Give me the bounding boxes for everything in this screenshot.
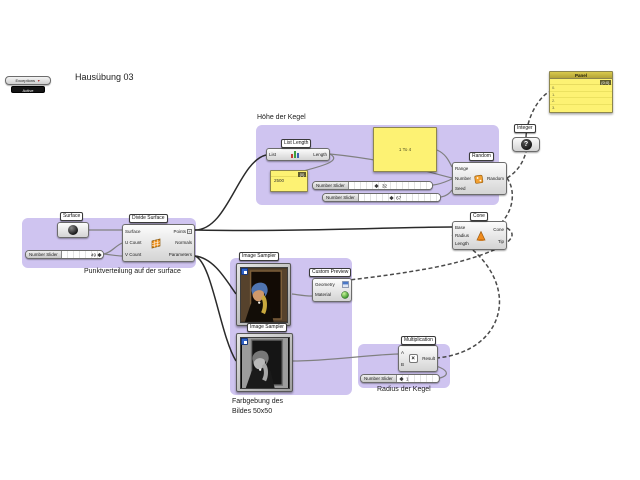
slider-grip[interactable]: [374, 183, 380, 188]
port-length: Length: [455, 241, 469, 247]
list-length-tag[interactable]: List Length: [281, 139, 312, 148]
slider-value: 1: [406, 376, 409, 381]
exceptions-widget[interactable]: Exceptions ▼ Active: [5, 76, 51, 93]
number-slider-radius[interactable]: Number Slider 1: [360, 374, 440, 383]
integer-tag[interactable]: Integer: [514, 124, 536, 133]
exceptions-active-button[interactable]: Active: [11, 86, 45, 93]
image-sampler-top[interactable]: [236, 263, 291, 326]
port-surface: Surface: [125, 229, 141, 235]
multiplication-tag[interactable]: Multiplication: [401, 336, 436, 345]
slider-grip[interactable]: [389, 195, 394, 200]
count-panel-path-chip: {0}: [298, 171, 306, 177]
port-cone-out: Cone: [493, 226, 504, 232]
slider-grip[interactable]: [97, 252, 102, 257]
port-radius: Radius: [455, 232, 470, 238]
random-tag[interactable]: Random: [469, 152, 494, 161]
port-range: Range: [455, 166, 469, 172]
random-component[interactable]: Range Number Seed Random: [452, 162, 507, 195]
port-length: Length: [313, 152, 327, 157]
surface-icon: [68, 225, 78, 235]
panel-row: 3.: [552, 104, 556, 110]
port-result: Result: [422, 356, 435, 361]
multiply-icon: ×: [408, 354, 418, 363]
group-label-radius: Radius der Kegel: [377, 386, 431, 393]
number-slider-bottom[interactable]: Number Slider 67: [322, 193, 441, 202]
port-tip-out: Tip: [497, 239, 504, 245]
number-slider-top[interactable]: Number Slider 32: [312, 181, 433, 190]
floppy-icon: [241, 338, 248, 345]
panel-path-chip: {0;0}: [599, 79, 611, 85]
domain-panel-value: 1 To 4: [398, 147, 412, 152]
multiplication-component[interactable]: A B × Result: [398, 345, 438, 372]
slider-value: 49: [90, 252, 96, 257]
slider-grip[interactable]: [399, 376, 404, 381]
slider-track[interactable]: 67: [358, 194, 440, 201]
port-normals: Normals: [175, 240, 192, 246]
slider-value: 32: [382, 183, 388, 188]
surface-param[interactable]: [57, 222, 89, 238]
portrait-color-image: [239, 266, 288, 323]
domain-panel[interactable]: 1 To 4: [373, 127, 437, 172]
port-list: List: [269, 152, 277, 157]
panel-row: 2.: [550, 98, 612, 105]
floppy-icon: [241, 268, 248, 275]
image-sampler-bottom[interactable]: [236, 333, 293, 392]
slider-label: Number Slider: [26, 251, 62, 258]
cone-tag[interactable]: Cone: [470, 212, 488, 221]
group-label-punktverteilung: Punktverteilung auf der surface: [84, 268, 181, 275]
question-icon: ?: [520, 139, 532, 150]
divide-surface-tag[interactable]: Divide Surface: [129, 214, 168, 223]
portrait-gray-image: [239, 336, 290, 389]
list-length-icon: [276, 149, 313, 160]
group-label-farbgebung-line2: Bildes 50x50: [232, 408, 273, 415]
random-icon: [471, 163, 487, 194]
port-u-count: U Count: [125, 240, 142, 246]
geometry-icon: [342, 281, 349, 289]
number-slider-divisions[interactable]: Number Slider 49: [25, 250, 104, 259]
page-title: Hausübung 03: [75, 72, 134, 82]
panel-row: 1.: [550, 92, 612, 99]
slider-label: Number Slider: [361, 375, 397, 382]
surface-tag[interactable]: Surface: [60, 212, 84, 221]
port-base: Base: [455, 224, 466, 230]
chevron-down-icon: ▼: [37, 78, 41, 83]
divide-surface-icon: [142, 225, 169, 261]
port-number: Number: [455, 175, 472, 181]
slider-track[interactable]: 1: [396, 375, 439, 382]
slider-track[interactable]: 49: [61, 251, 103, 258]
cone-icon: [469, 222, 493, 249]
port-v-count: V Count: [125, 251, 142, 257]
list-length-component[interactable]: List Length: [266, 148, 330, 161]
count-panel-value: 2500: [274, 178, 285, 183]
divide-surface-component[interactable]: Surface U Count V Count Points + Normals…: [122, 224, 195, 262]
slider-label: Number Slider: [323, 194, 359, 201]
panel-title: Panel: [550, 72, 612, 79]
port-geometry: Geometry: [315, 282, 335, 288]
cone-component[interactable]: Base Radius Length Cone Tip: [452, 221, 507, 250]
integer-param[interactable]: ?: [512, 137, 540, 152]
slider-track[interactable]: 32: [348, 182, 432, 189]
port-parameters: Parameters: [168, 251, 192, 257]
port-material: Material: [315, 292, 332, 298]
exceptions-label: Exceptions: [15, 78, 36, 83]
port-seed: Seed: [455, 185, 466, 191]
expand-icon[interactable]: +: [187, 229, 192, 235]
material-sphere-icon: [341, 291, 349, 299]
custom-preview-tag[interactable]: Custom Preview: [309, 268, 352, 277]
port-a: A: [401, 350, 405, 356]
port-random-out: Random: [486, 176, 504, 181]
image-sampler-bottom-tag[interactable]: Image Sampler: [247, 323, 287, 332]
count-panel[interactable]: {0} 2500: [270, 170, 308, 192]
image-sampler-top-tag[interactable]: Image Sampler: [239, 252, 279, 261]
custom-preview-component[interactable]: Geometry Material: [312, 278, 352, 302]
output-panel[interactable]: Panel {0;0} 0. 1. 2. 3.: [549, 71, 613, 113]
slider-value: 67: [396, 195, 402, 200]
port-points: Points: [173, 229, 186, 235]
panel-row: 0.: [550, 85, 612, 92]
slider-label: Number Slider: [313, 182, 349, 189]
group-label-farbgebung-line1: Farbgebung des: [232, 398, 283, 405]
count-panel-path-row: {0}: [271, 171, 307, 177]
group-label-hoehe: Höhe der Kegel: [257, 114, 306, 121]
panel-path-row: {0;0}: [550, 79, 612, 85]
